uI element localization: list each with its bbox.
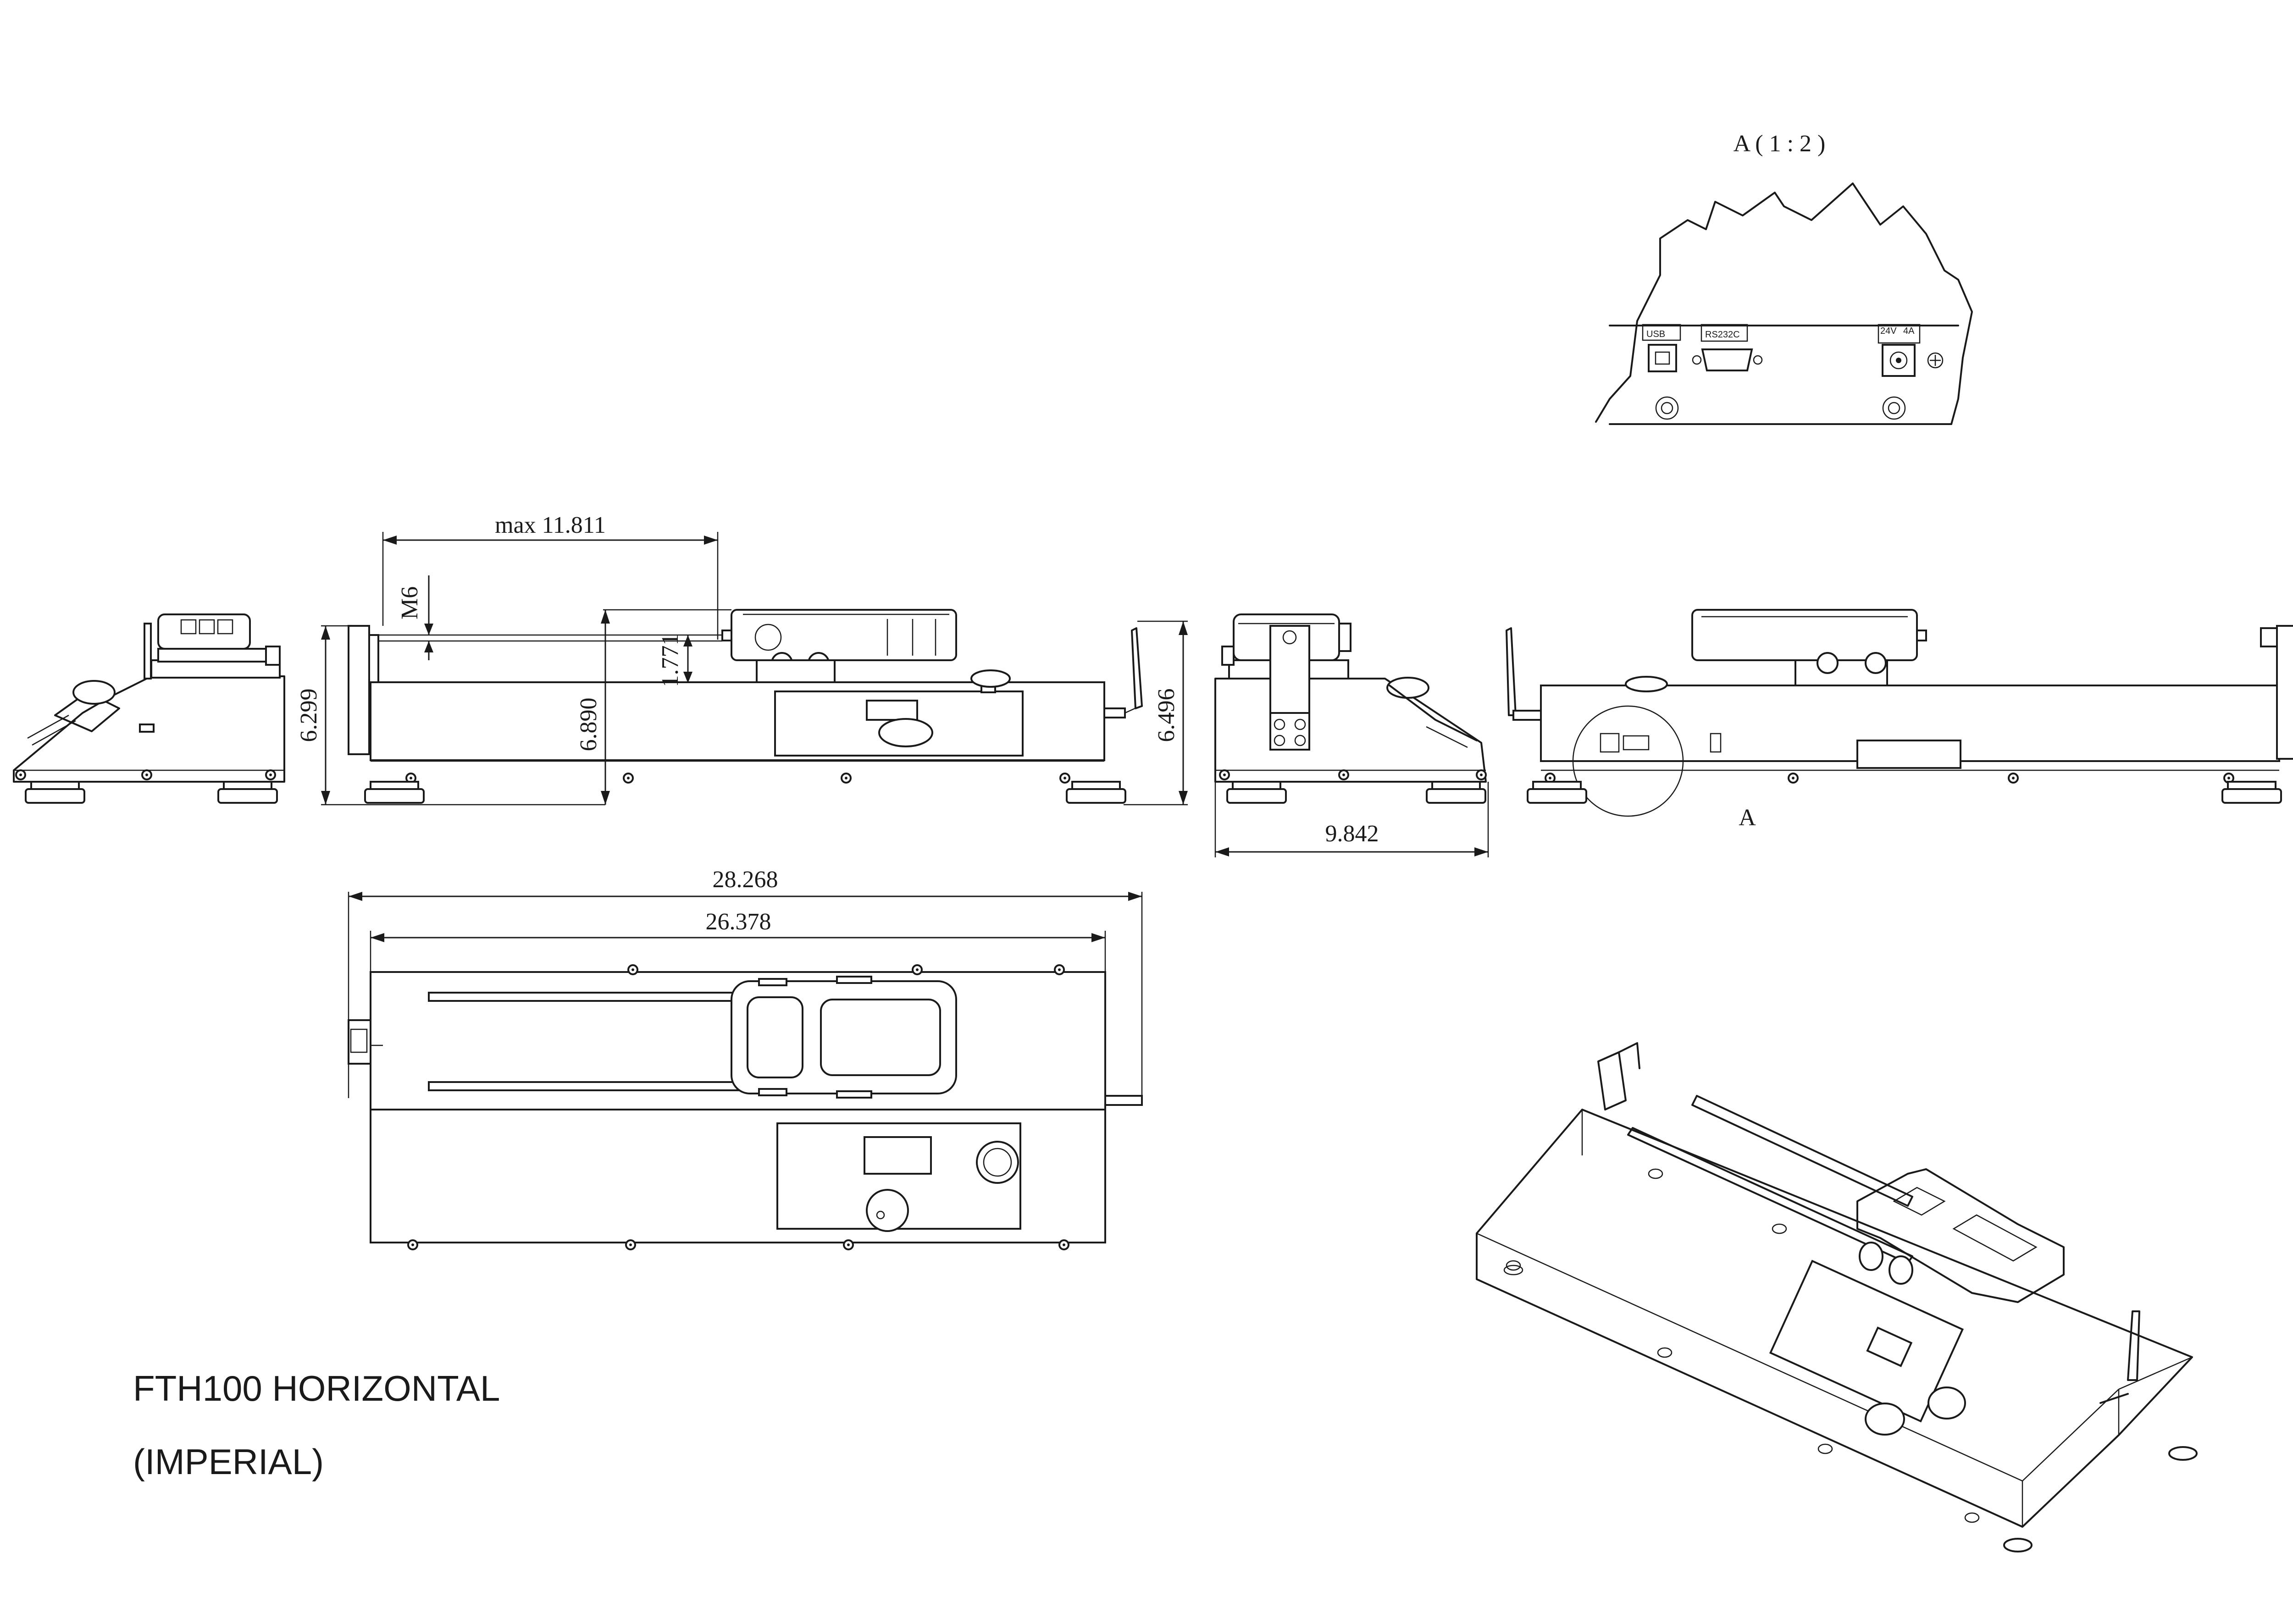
front-dimensions: 6.299 max 11.811 M6 6.890 1.771 6.496 bbox=[296, 512, 1188, 806]
ground-icon bbox=[1927, 352, 1944, 369]
iso-gauge bbox=[1856, 1168, 2065, 1303]
detail-hole-right bbox=[1882, 396, 1906, 420]
iso-control-panel bbox=[1769, 1259, 1964, 1423]
dim-overall-length: 28.268 bbox=[713, 867, 778, 893]
left-side-view bbox=[13, 613, 285, 804]
dim-depth: 9.842 bbox=[1325, 821, 1379, 847]
detail-a-callout-circle bbox=[1572, 705, 1684, 817]
title-block: FTH100 HORIZONTAL (IMPERIAL) bbox=[133, 1368, 500, 1482]
detail-view-a: A ( 1 : 2 ) USB RS232C 24V 4A bbox=[1595, 131, 1973, 425]
right-side-view bbox=[1214, 613, 1487, 804]
top-view: 28.268 26.378 bbox=[348, 867, 1143, 1250]
dim-front-height: 6.890 bbox=[576, 698, 602, 751]
rear-gauge bbox=[1691, 609, 1918, 661]
front-view bbox=[348, 609, 1143, 804]
detail-hole-left bbox=[1655, 396, 1679, 420]
dim-antenna-height: 6.496 bbox=[1153, 689, 1180, 742]
rs232-port-icon bbox=[1701, 348, 1753, 371]
dim-thread: M6 bbox=[397, 586, 423, 619]
usb-label: USB bbox=[1646, 329, 1665, 339]
detail-scale-label: A ( 1 : 2 ) bbox=[1734, 131, 1826, 157]
rear-view: A bbox=[1506, 609, 2293, 831]
drawing-subtitle: (IMPERIAL) bbox=[133, 1442, 324, 1482]
current-label: 4A bbox=[1903, 326, 1915, 336]
power-label-box bbox=[1878, 324, 1921, 344]
grip-bracket bbox=[348, 625, 370, 755]
detail-break-outline bbox=[1595, 182, 1973, 425]
dim-body-length: 26.378 bbox=[706, 909, 771, 935]
rs232-label-box bbox=[1700, 324, 1748, 342]
voltage-label: 24V bbox=[1880, 326, 1897, 336]
force-gauge-side bbox=[731, 609, 957, 661]
rs232-label: RS232C bbox=[1705, 330, 1740, 340]
dim-max-travel: max 11.811 bbox=[495, 512, 606, 538]
isometric-view bbox=[1476, 1042, 2198, 1552]
detail-a-marker: A bbox=[1739, 805, 1756, 831]
usb-label-box bbox=[1642, 324, 1681, 341]
dim-gauge-offset: 1.771 bbox=[657, 634, 683, 687]
depth-dimension: 9.842 bbox=[1214, 782, 1489, 857]
usb-port-icon bbox=[1648, 344, 1677, 372]
e-stop-icon bbox=[976, 1141, 1019, 1184]
dim-side-height: 6.299 bbox=[296, 689, 322, 742]
drawing-title: FTH100 HORIZONTAL bbox=[133, 1368, 500, 1409]
